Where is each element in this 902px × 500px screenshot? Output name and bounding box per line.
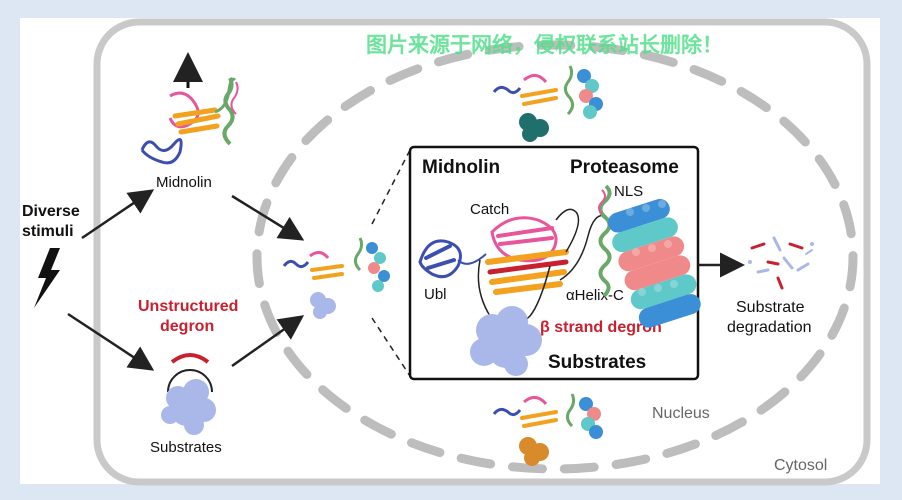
catch-label: Catch (470, 201, 509, 218)
cytosol-label: Cytosol (774, 457, 827, 474)
top-complex (492, 65, 603, 142)
diverse-stimuli-label-line2: stimuli (22, 223, 74, 240)
inset-projection-bottom (371, 317, 411, 377)
midnolin-left-structure (140, 52, 239, 165)
inset-midnolin-title: Midnolin (422, 157, 500, 178)
inset-midnolin-structure (418, 208, 607, 327)
unstructured-degron-label-line2: degron (160, 318, 214, 335)
ubl-label: Ubl (424, 286, 447, 303)
nucleus-label: Nucleus (652, 405, 710, 422)
substrate-left-structure (161, 353, 216, 435)
degron-red-segment (170, 353, 210, 364)
alpha-helix-c-label: αHelix-C (566, 287, 624, 304)
inset-substrate-blob (470, 306, 542, 376)
arrow-stimuli-to-midnolin (81, 189, 155, 240)
proteasome-structure (607, 198, 701, 328)
inset-substrates-label: Substrates (548, 352, 646, 373)
small-complex-left (282, 237, 390, 319)
lightning-bolt-icon (34, 248, 60, 308)
degron-loop (167, 369, 213, 393)
degraded-fragments (748, 236, 814, 290)
nls-helix (598, 184, 612, 298)
substrates-left-label: Substrates (150, 439, 222, 456)
nls-helix-accent (598, 189, 606, 215)
midnolin-left-label: Midnolin (156, 174, 212, 191)
unstructured-degron-label-line1: Unstructured (138, 298, 238, 315)
arrow-stimuli-to-substrate (67, 312, 155, 371)
cell-membrane (93, 18, 871, 486)
inset-proteasome-title: Proteasome (570, 157, 679, 178)
arrow-substrate-to-complex (231, 315, 305, 368)
diverse-stimuli-label-line1: Diverse (22, 203, 80, 220)
substrate-degradation-label-line2: degradation (727, 319, 812, 336)
bottom-complex (492, 393, 603, 466)
watermark-text: 图片来源于网络，侵权联系站长删除！ (366, 33, 723, 57)
inset-projection-top (371, 149, 411, 225)
arrow-midnolin-to-complex (231, 194, 305, 241)
substrate-degradation-label-line1: Substrate (736, 299, 805, 316)
nls-label: NLS (614, 183, 643, 200)
nucleus-envelope (252, 40, 858, 474)
beta-strand-degron-label: β strand degron (540, 319, 662, 336)
